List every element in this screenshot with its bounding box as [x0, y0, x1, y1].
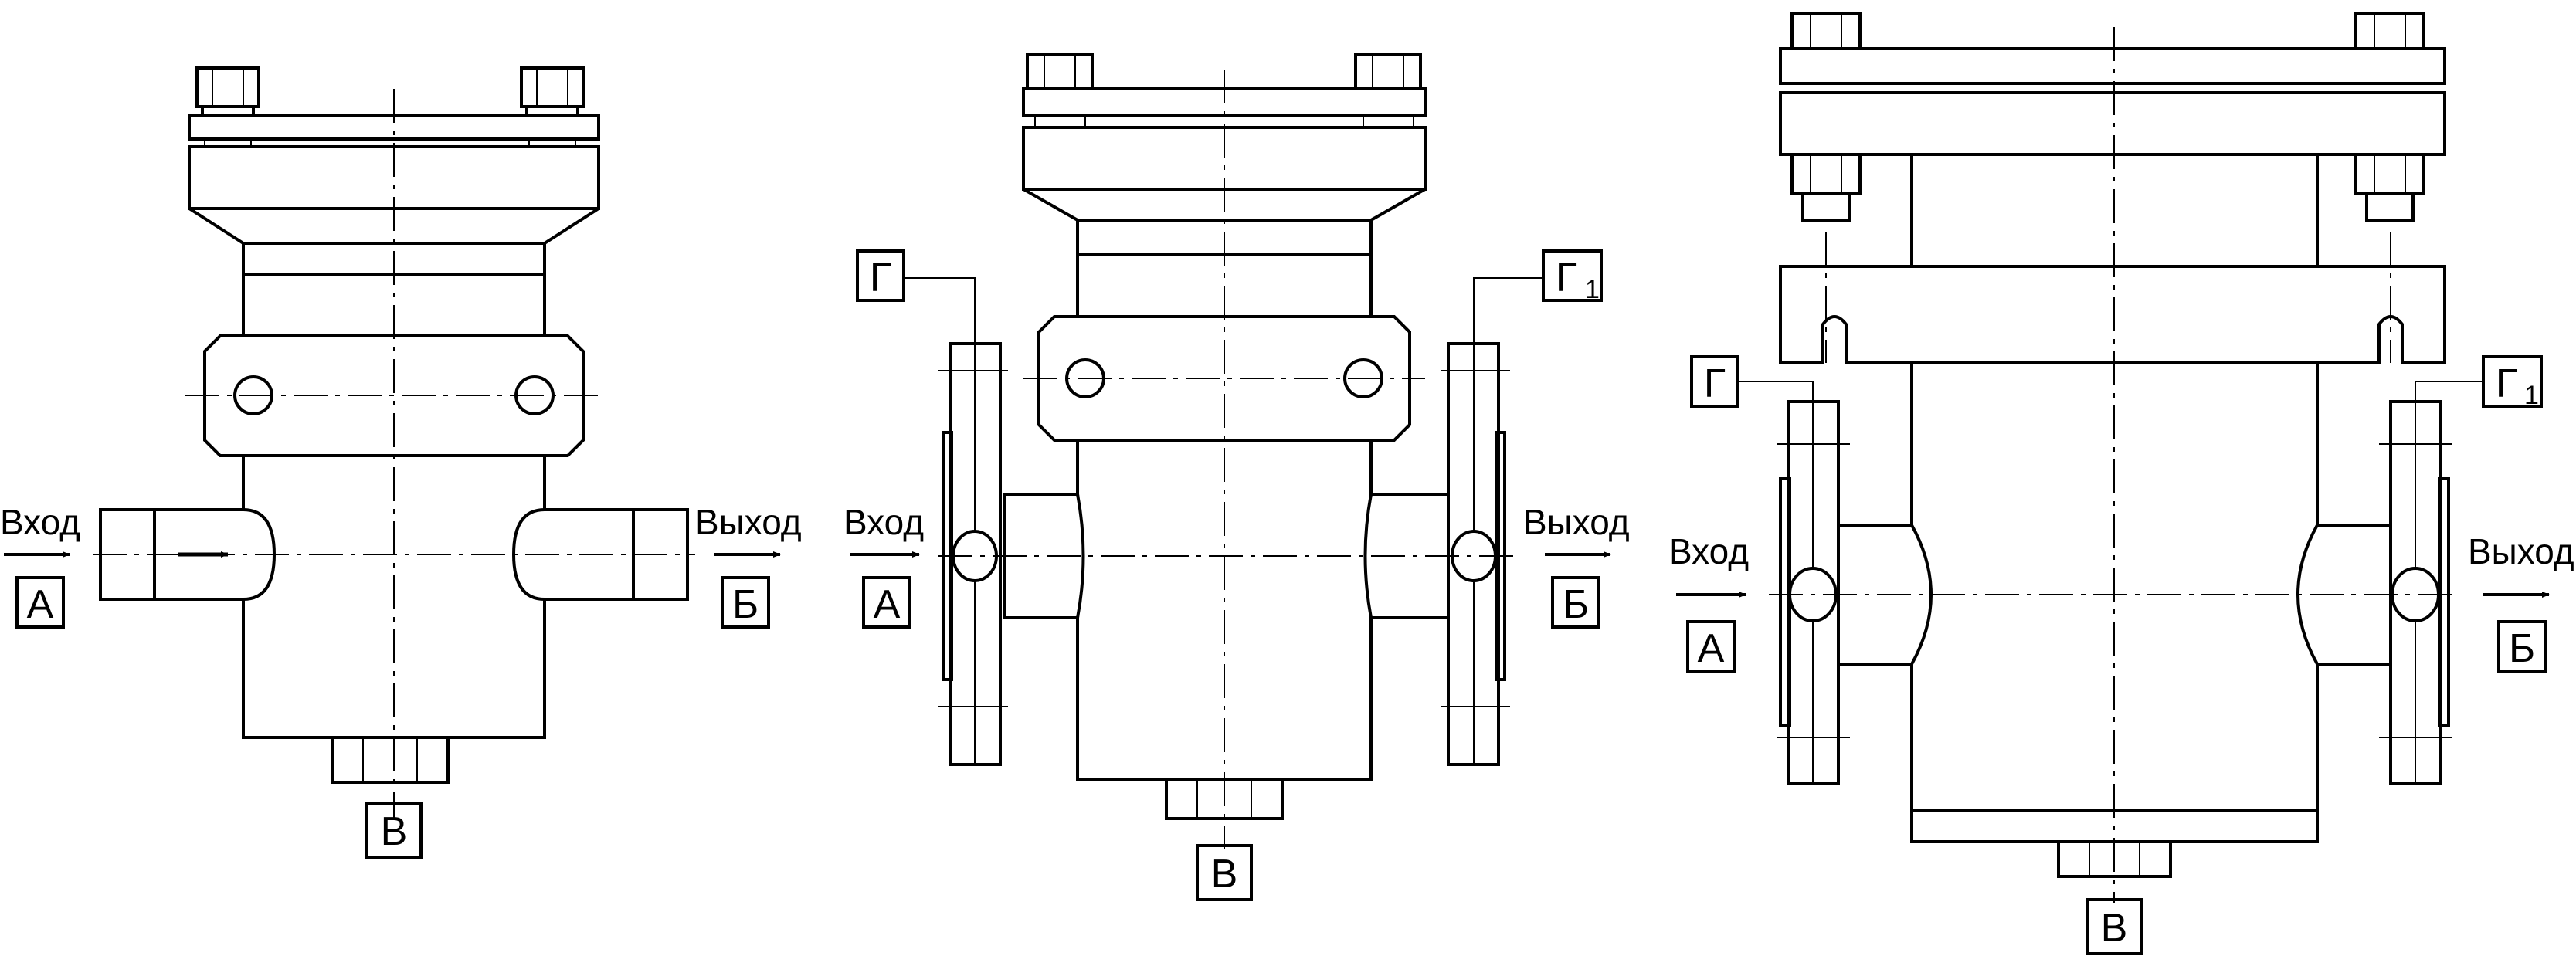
top-bolt-right-2 — [1354, 53, 1422, 90]
view-threaded — [93, 66, 695, 819]
outlet-label-2: Выход — [1523, 502, 1630, 542]
port-g1-label-2: Г — [1556, 256, 1577, 300]
port-a-label-1: А — [27, 582, 54, 627]
bottom-bolt-right-3 — [2354, 153, 2425, 222]
port-g1-sub-3: 1 — [2524, 381, 2539, 410]
port-v-box-1 — [365, 802, 423, 859]
port-a-label-3: А — [1698, 626, 1725, 671]
port-v-box-2 — [1196, 844, 1253, 901]
port-b-box-1 — [721, 576, 770, 629]
bottom-bolt-left-3 — [1790, 153, 1862, 222]
inlet-label-3: Вход — [1668, 531, 1749, 571]
port-g-label-2: Г — [870, 256, 891, 300]
port-g1-label-3: Г — [2496, 361, 2517, 406]
port-b-label-1: Б — [732, 582, 759, 627]
port-b-box-3 — [2497, 620, 2547, 673]
port-v-label-3: В — [2101, 906, 2128, 951]
view-flanged-medium — [938, 53, 1514, 849]
inlet-label-1: Вход — [0, 502, 80, 542]
top-bolt-right-3 — [2354, 12, 2425, 50]
port-v-label-1: В — [381, 809, 408, 854]
port-b-label-2: Б — [1563, 582, 1589, 627]
top-bolt-left-3 — [1790, 12, 1862, 50]
inlet-pipe-2 — [1003, 493, 1085, 619]
cover-plate-3 — [1779, 47, 2446, 85]
top-bolt-left — [195, 66, 260, 117]
port-a-box-2 — [862, 576, 911, 629]
outlet-label-1: Выход — [695, 502, 802, 542]
port-b-box-2 — [1551, 576, 1600, 629]
port-a-label-2: А — [874, 582, 901, 627]
port-v-label-2: В — [1211, 852, 1238, 897]
port-g-box-2 — [856, 249, 905, 302]
port-g1-sub-2: 1 — [1585, 275, 1600, 304]
drain-nut — [331, 736, 450, 784]
port-g1-box-2 — [1542, 249, 1603, 302]
head-flange-3 — [1779, 91, 2446, 156]
inlet-label-2: Вход — [843, 502, 924, 542]
view-flanged-large — [1769, 12, 2456, 904]
port-a-box-3 — [1686, 620, 1736, 673]
outlet-pipe-2 — [1363, 493, 1450, 619]
port-a-box-1 — [15, 576, 65, 629]
port-g-label-3: Г — [1704, 361, 1726, 406]
clamp-band-2 — [1037, 315, 1411, 442]
top-bolt-left-2 — [1026, 53, 1094, 90]
top-bolt-right — [520, 66, 585, 117]
yoke-3 — [1779, 265, 2446, 364]
outlet-label-3: Выход — [2468, 531, 2574, 571]
outlet-pipe-3 — [2296, 524, 2392, 666]
port-b-label-3: Б — [2509, 626, 2535, 671]
port-v-box-3 — [2086, 898, 2143, 955]
